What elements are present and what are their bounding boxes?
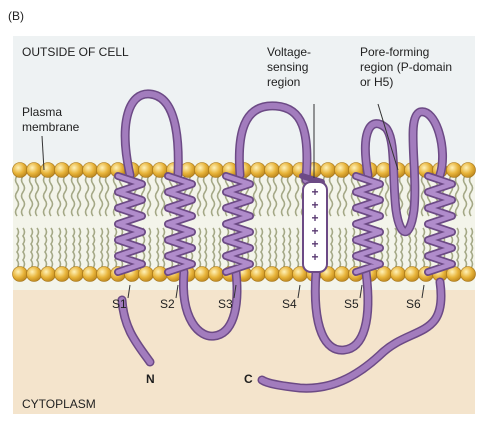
lipid-head-inner <box>265 267 280 282</box>
lipid-head-outer <box>251 163 266 178</box>
lipid-head-outer <box>97 163 112 178</box>
lipid-head-inner <box>461 267 476 282</box>
lipid-head-inner <box>251 267 266 282</box>
pore-label-line2: region (P-domain <box>360 60 452 74</box>
c-terminus-label: C <box>244 372 253 386</box>
lipid-head-inner <box>279 267 294 282</box>
lipid-head-outer <box>209 163 224 178</box>
segment-label-s1: S1 <box>112 297 127 311</box>
panel-label: (B) <box>8 9 24 23</box>
lipid-head-outer <box>55 163 70 178</box>
lipid-head-outer <box>265 163 280 178</box>
plasma-membrane-label-line2: membrane <box>22 120 80 134</box>
lipid-head-inner <box>83 267 98 282</box>
lipid-head-inner <box>139 267 154 282</box>
lipid-head-outer <box>195 163 210 178</box>
segment-label-s2: S2 <box>160 297 175 311</box>
charge-plus: + <box>311 211 318 225</box>
lipid-head-inner <box>405 267 420 282</box>
lipid-head-inner <box>377 267 392 282</box>
lipid-head-inner <box>97 267 112 282</box>
lipid-head-outer <box>279 163 294 178</box>
lipid-head-outer <box>335 163 350 178</box>
lipid-head-inner <box>55 267 70 282</box>
segment-label-s4: S4 <box>282 297 297 311</box>
positive-charges: ++++++ <box>311 185 318 264</box>
lipid-head-outer <box>27 163 42 178</box>
lipid-head-inner <box>27 267 42 282</box>
n-terminus-label: N <box>146 372 155 386</box>
charge-plus: + <box>311 250 318 264</box>
segment-label-s5: S5 <box>344 297 359 311</box>
voltage-label-line2: sensing <box>267 60 308 74</box>
lipid-head-outer <box>13 163 28 178</box>
lipid-head-outer <box>321 163 336 178</box>
voltage-label-line1: Voltage- <box>267 45 311 59</box>
lipid-head-inner <box>195 267 210 282</box>
lipid-head-inner <box>41 267 56 282</box>
lipid-head-outer <box>69 163 84 178</box>
lipid-head-outer <box>447 163 462 178</box>
pore-label-line1: Pore-forming <box>360 45 429 59</box>
lipid-head-outer <box>41 163 56 178</box>
segment-label-s6: S6 <box>406 297 421 311</box>
lipid-head-inner <box>69 267 84 282</box>
charge-plus: + <box>311 185 318 199</box>
charge-plus: + <box>311 224 318 238</box>
lipid-head-outer <box>83 163 98 178</box>
voltage-label-line3: region <box>267 75 300 89</box>
charge-plus: + <box>311 198 318 212</box>
outside-of-cell-label: OUTSIDE OF CELL <box>22 45 129 59</box>
segment-label-s3: S3 <box>218 297 233 311</box>
lipid-head-inner <box>391 267 406 282</box>
lipid-head-inner <box>209 267 224 282</box>
lipid-head-outer <box>461 163 476 178</box>
pore-label-line3: or H5) <box>360 75 393 89</box>
lipid-head-outer <box>139 163 154 178</box>
lipid-head-inner <box>13 267 28 282</box>
plasma-membrane-label-line1: Plasma <box>22 105 62 119</box>
cytoplasm-label: CYTOPLASM <box>22 397 96 411</box>
charge-plus: + <box>311 237 318 251</box>
lipid-head-inner <box>335 267 350 282</box>
